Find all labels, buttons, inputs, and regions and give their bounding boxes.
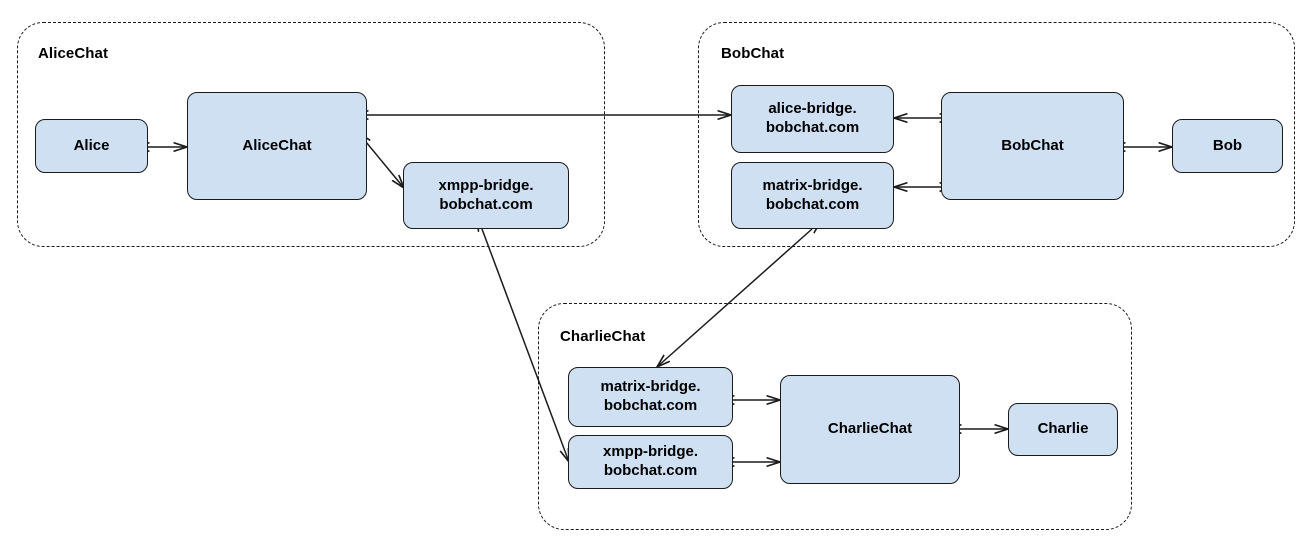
node-bob-matrix-bridge[interactable]: matrix-bridge. bobchat.com (731, 162, 894, 229)
node-charlie-matrix-bridge[interactable]: matrix-bridge. bobchat.com (568, 367, 733, 427)
node-charlie-xmpp-bridge-label: xmpp-bridge. bobchat.com (602, 443, 698, 479)
node-bob-alice-bridge[interactable]: alice-bridge. bobchat.com (731, 85, 894, 153)
node-alice-label: Alice (73, 136, 110, 154)
node-bob[interactable]: Bob (1172, 119, 1283, 173)
node-alicechat-server-label: AliceChat (242, 136, 312, 154)
node-bob-label: Bob (1212, 136, 1243, 154)
node-charlie-xmpp-bridge[interactable]: xmpp-bridge. bobchat.com (568, 435, 733, 489)
group-alicechat-label: AliceChat (38, 45, 109, 62)
group-alicechat (17, 22, 605, 247)
node-alice[interactable]: Alice (35, 119, 148, 173)
node-alicechat-server[interactable]: AliceChat (187, 92, 367, 200)
node-charlie-label: Charlie (1037, 420, 1089, 438)
node-charliechat-server-label: CharlieChat (827, 420, 913, 438)
group-bobchat-label: BobChat (721, 45, 785, 62)
node-alice-xmpp-bridge[interactable]: xmpp-bridge. bobchat.com (403, 162, 569, 229)
group-charliechat (538, 303, 1132, 530)
node-bobchat-server-label: BobChat (1001, 136, 1064, 154)
node-bob-alice-bridge-label: alice-bridge. bobchat.com (765, 100, 860, 136)
group-charliechat-label: CharlieChat (560, 328, 646, 345)
node-charlie[interactable]: Charlie (1008, 403, 1118, 456)
node-charlie-matrix-bridge-label: matrix-bridge. bobchat.com (600, 378, 701, 414)
node-alice-xmpp-bridge-label: xmpp-bridge. bobchat.com (438, 176, 534, 213)
node-bobchat-server[interactable]: BobChat (941, 92, 1124, 200)
node-charliechat-server[interactable]: CharlieChat (780, 375, 960, 484)
group-bobchat (698, 22, 1295, 247)
node-bob-matrix-bridge-label: matrix-bridge. bobchat.com (762, 176, 863, 213)
